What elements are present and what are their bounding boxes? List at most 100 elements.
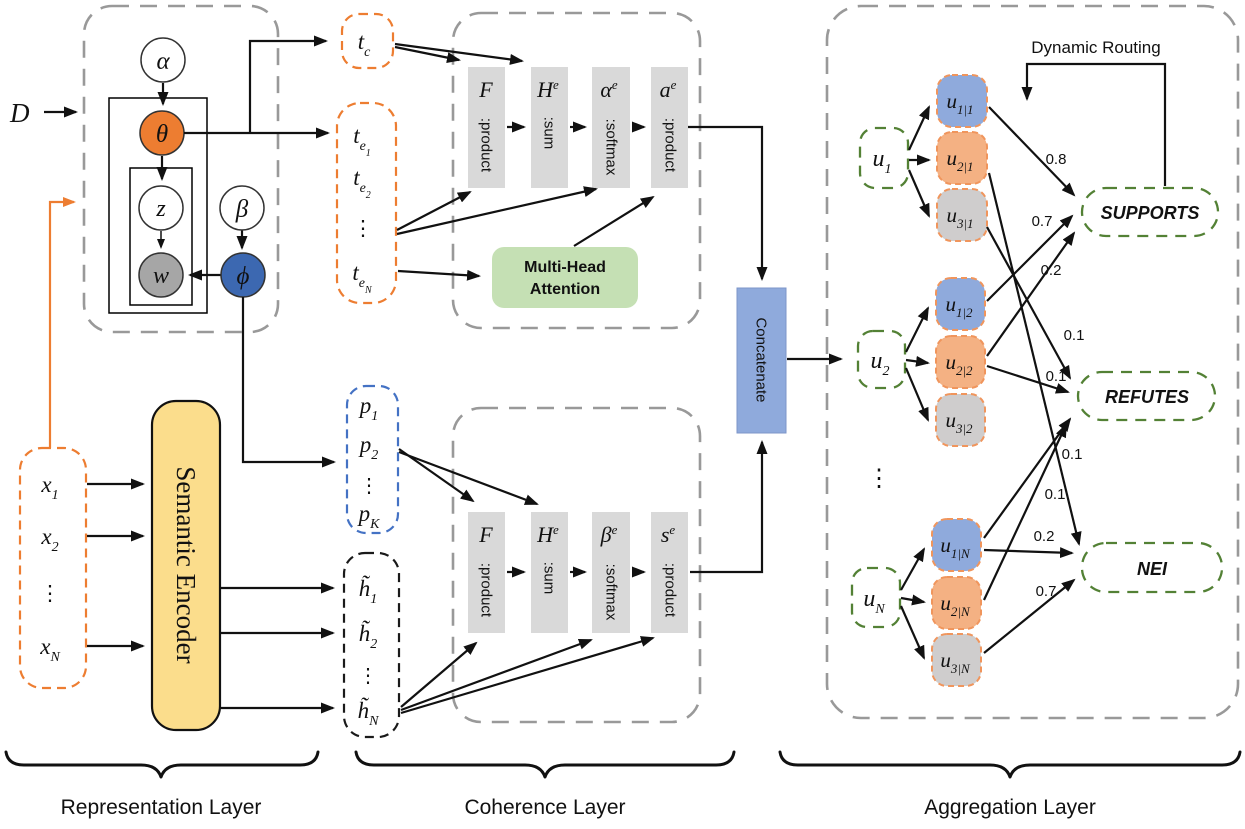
supports-class-box (1080, 186, 1220, 238)
cap-u1-N-label: u1|N (940, 533, 971, 561)
u2-box (856, 329, 907, 390)
phi-to-p-arrow (241, 297, 336, 468)
x1-label: x1 (40, 472, 58, 503)
multi-head-attention (492, 247, 638, 308)
bar-F-bot-op: :product (478, 563, 495, 618)
bar-alpha-top-head: αe (600, 77, 618, 102)
te-dots: ⋮ (353, 216, 374, 240)
concatenate-label: Concatenate (753, 317, 770, 402)
bar-s-bot-head: se (661, 522, 676, 547)
cap-u3-N-label: u3|N (940, 648, 971, 676)
edge-weight: 0.7 (1036, 583, 1057, 600)
hN-label: h̃N (358, 696, 380, 729)
edge-weight: 0.1 (1062, 446, 1083, 463)
cap-u3-2-label: u3|2 (945, 408, 973, 436)
coherence-top-box (451, 11, 702, 330)
supports-label: SUPPORTS (1101, 203, 1200, 223)
coherence-bottom-arrows (398, 440, 768, 715)
nei-label: NEI (1137, 559, 1168, 579)
cap-u2-2-label: u2|2 (945, 350, 973, 378)
cap-u3-2 (935, 393, 986, 447)
bar-H-bot-head: He (536, 522, 559, 547)
cap-u2-2 (935, 335, 986, 389)
w-node (138, 252, 184, 298)
x-dots: ⋮ (40, 581, 61, 605)
bar-F-bot-head: F (478, 522, 493, 547)
cap-u3-N (931, 633, 982, 687)
phi-label: ϕ (237, 263, 250, 290)
layer-braces (4, 750, 1242, 779)
mha-label-line2: Attention (530, 281, 600, 298)
aggregation-box (825, 4, 1240, 720)
edge-weight: 0.2 (1034, 528, 1055, 545)
edge-weight: 0.2 (1041, 262, 1062, 279)
bar-F-top-head: F (478, 77, 493, 102)
encoder-to-h-arrows (221, 582, 335, 714)
alpha-label: α (156, 48, 170, 75)
representation-topic-box (82, 4, 280, 334)
coherence-top-arrows (394, 42, 768, 281)
theta-label: θ (156, 121, 168, 148)
h1-label: h̃1 (359, 574, 378, 607)
edge-weight: 0.1 (1064, 327, 1085, 344)
topic-proportions-box (345, 384, 400, 535)
theta-topic-arrows (184, 35, 330, 139)
evidence-topics-box (335, 101, 398, 305)
semantic-encoder (150, 399, 222, 732)
u1-box (858, 126, 910, 190)
bar-H-bot-op: :sum (541, 562, 558, 595)
cap-u3-1-label: u3|1 (946, 203, 973, 231)
claim-topic-box (340, 12, 395, 70)
bar-H-top-op: :sum (541, 117, 558, 150)
refutes-class-box (1076, 370, 1217, 422)
x-to-plate-orange-arrow (48, 197, 76, 448)
edge-weight: 0.1 (1046, 368, 1067, 385)
bar-H-top-head: He (536, 77, 559, 102)
p1-label: p1 (358, 393, 379, 424)
p-dots: ⋮ (359, 475, 379, 497)
concatenate (736, 287, 787, 434)
cap-u1-N (931, 518, 982, 572)
bar-alpha-top-op: :softmax (603, 119, 620, 176)
edge-weight: 0.7 (1032, 213, 1053, 230)
u2-label: u2 (871, 348, 890, 379)
cap-u1-1-label: u1|1 (946, 89, 973, 117)
routing-edge-weights: 0.8 0.7 0.2 0.1 0.1 0.1 0.1 0.2 0.7 (1032, 151, 1085, 600)
te2-label: te2 (353, 165, 371, 201)
coherence-brace (354, 750, 736, 779)
coherence-top-bars (468, 67, 688, 188)
u-to-caps-arrows (899, 105, 931, 660)
cap-u3-1 (936, 188, 988, 242)
x2-label: x2 (40, 524, 58, 555)
bar-F-top-op: :product (478, 118, 495, 173)
hidden-states-box (342, 551, 401, 739)
aggregation-brace (778, 750, 1242, 779)
dynamic-routing-label: Dynamic Routing (1031, 38, 1160, 57)
dynamic-routing-arrow (1021, 62, 1167, 186)
coherence-layer-label: Coherence Layer (464, 796, 625, 819)
h-dots: ⋮ (358, 665, 378, 687)
bar-s-bot-op: :product (662, 563, 679, 618)
corpus-d-label: D (9, 98, 30, 128)
cap-u2-N-label: u2|N (940, 591, 971, 619)
coherence-bottom-bars (468, 512, 688, 633)
tc-label: tc (358, 29, 371, 60)
z-node (138, 185, 184, 231)
cap-u1-2 (935, 277, 986, 331)
cap-u2-N (931, 576, 982, 630)
bar-beta-bot-op: :softmax (603, 564, 620, 621)
aggregation-layer-label: Aggregation Layer (924, 796, 1096, 819)
bar-a-top-head: ae (660, 77, 677, 102)
representation-layer-label: Representation Layer (61, 796, 262, 819)
semantic-encoder-label: Semantic Encoder (171, 466, 201, 663)
cap-u1-2-label: u1|2 (945, 292, 973, 320)
bar-a-top-op: :product (662, 118, 679, 173)
beta-node (219, 185, 265, 231)
cap-u2-1 (936, 131, 988, 185)
teN-label: teN (352, 260, 373, 296)
uN-label: uN (863, 586, 885, 617)
h2-label: h̃2 (359, 619, 378, 652)
uN-box (850, 566, 902, 629)
u1-label: u1 (873, 146, 892, 177)
